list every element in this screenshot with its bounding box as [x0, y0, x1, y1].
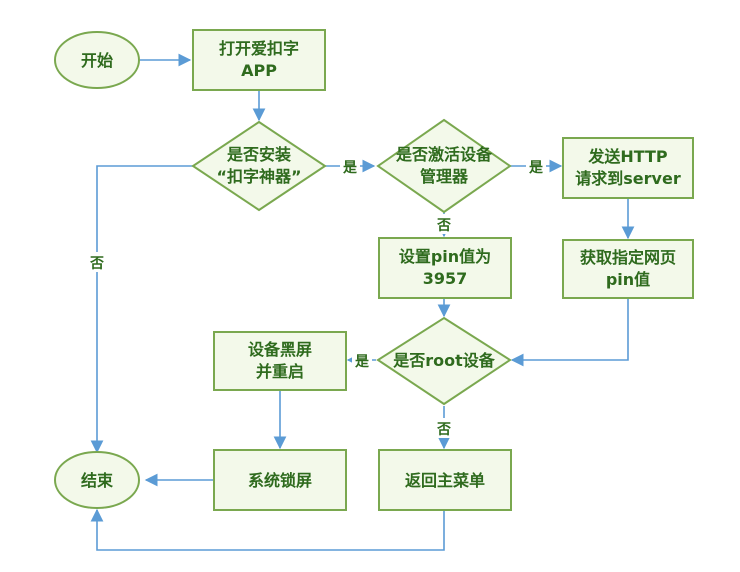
- node-black-screen-line1: 设备黑屏: [248, 340, 312, 359]
- edge-main-menu-to-end: [90, 508, 445, 551]
- node-device-admin-line2: 管理器: [420, 167, 469, 186]
- node-set-pin-line2: 3957: [423, 269, 468, 288]
- node-get-pin-line1: 获取指定网页: [580, 248, 676, 267]
- edge-get-pin-to-rooted: [510, 298, 629, 367]
- node-open-app-line2: APP: [241, 61, 277, 80]
- node-end-text: 结束: [80, 471, 114, 490]
- node-start: 开始: [54, 31, 140, 89]
- edge-labels: 是 否 是 否 是 否: [87, 156, 546, 438]
- node-rooted-text: 是否root设备: [392, 351, 496, 370]
- node-send-http-line1: 发送HTTP: [587, 147, 668, 166]
- label-admin-no: 否: [436, 218, 451, 234]
- label-rooted-no: 否: [436, 422, 451, 438]
- node-main-menu: 返回主菜单: [378, 449, 512, 511]
- edges: [90, 53, 635, 551]
- node-black-screen-line2: 并重启: [256, 362, 304, 381]
- label-installed-yes: 是: [343, 160, 358, 176]
- node-open-app-line1: 打开爱扣字: [219, 39, 299, 58]
- node-set-pin-line1: 设置pin值为: [399, 247, 491, 266]
- label-rooted-yes: 是: [355, 354, 370, 370]
- node-device-admin-decision: 是否激活设备 管理器: [376, 118, 512, 214]
- node-send-http-line2: 请求到server: [575, 169, 681, 188]
- node-lock-screen-text: 系统锁屏: [248, 471, 312, 490]
- node-device-admin-line1: 是否激活设备: [395, 145, 493, 164]
- node-lock-screen: 系统锁屏: [213, 449, 347, 511]
- node-installed-line2: “扣字神器”: [216, 167, 301, 186]
- label-installed-no: 否: [89, 256, 104, 272]
- node-open-app: 打开爱扣字 APP: [192, 29, 326, 91]
- node-send-http: 发送HTTP 请求到server: [562, 137, 694, 199]
- node-black-screen: 设备黑屏 并重启: [213, 331, 347, 391]
- node-get-pin-line2: pin值: [606, 270, 650, 289]
- edge-installed-no: [90, 165, 193, 454]
- node-main-menu-text: 返回主菜单: [405, 471, 485, 490]
- node-end: 结束: [54, 451, 140, 509]
- node-set-pin: 设置pin值为 3957: [378, 237, 512, 299]
- node-get-pin: 获取指定网页 pin值: [562, 239, 694, 299]
- label-admin-yes: 是: [529, 160, 544, 176]
- node-start-text: 开始: [81, 51, 113, 70]
- node-installed-line1: 是否安装: [226, 145, 291, 164]
- node-rooted-decision: 是否root设备: [376, 316, 512, 406]
- node-installed-decision: 是否安装 “扣字神器”: [191, 120, 327, 212]
